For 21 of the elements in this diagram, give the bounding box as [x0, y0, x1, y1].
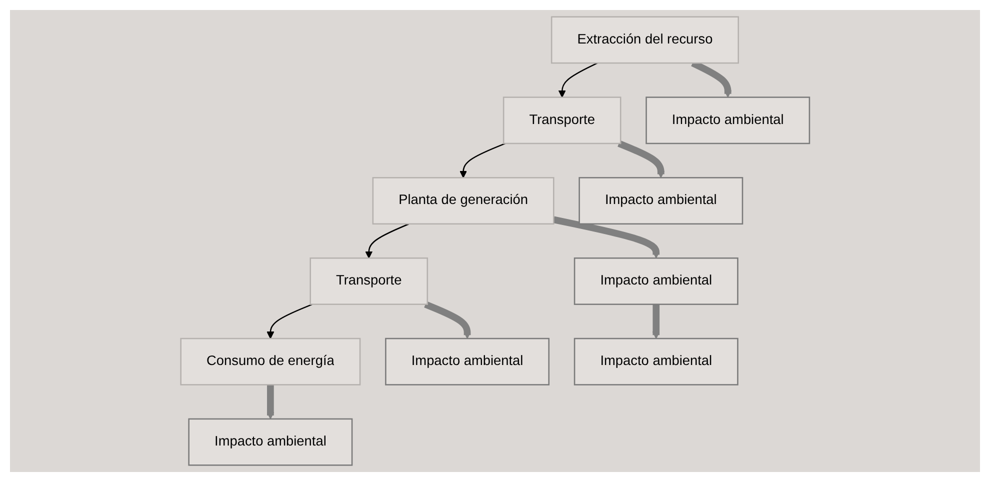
node-box — [384, 338, 550, 386]
node-box — [550, 16, 739, 64]
node-box — [502, 96, 622, 144]
arrow — [552, 216, 660, 258]
node-box — [574, 257, 738, 305]
arrow — [266, 304, 312, 339]
panel-background: Extracción del recurso Transporte Planta de generación Transporte Consumo de energía Impacto ambiental Impacto ambiental Impacto ambiental Impacto ambiental Impacto ambiental Impacto ambiental — [10, 10, 980, 472]
arrow — [459, 142, 506, 178]
node-box — [645, 96, 810, 144]
node-box — [310, 257, 428, 305]
node-box — [578, 177, 743, 225]
node-box — [180, 338, 361, 386]
node-box — [574, 338, 738, 386]
arrow — [364, 223, 410, 258]
arrow — [266, 384, 274, 420]
arrow — [558, 62, 598, 98]
node-box — [188, 418, 353, 466]
arrow — [424, 301, 471, 339]
arrow — [617, 140, 664, 178]
arrow — [652, 304, 660, 339]
node-box — [372, 177, 554, 225]
